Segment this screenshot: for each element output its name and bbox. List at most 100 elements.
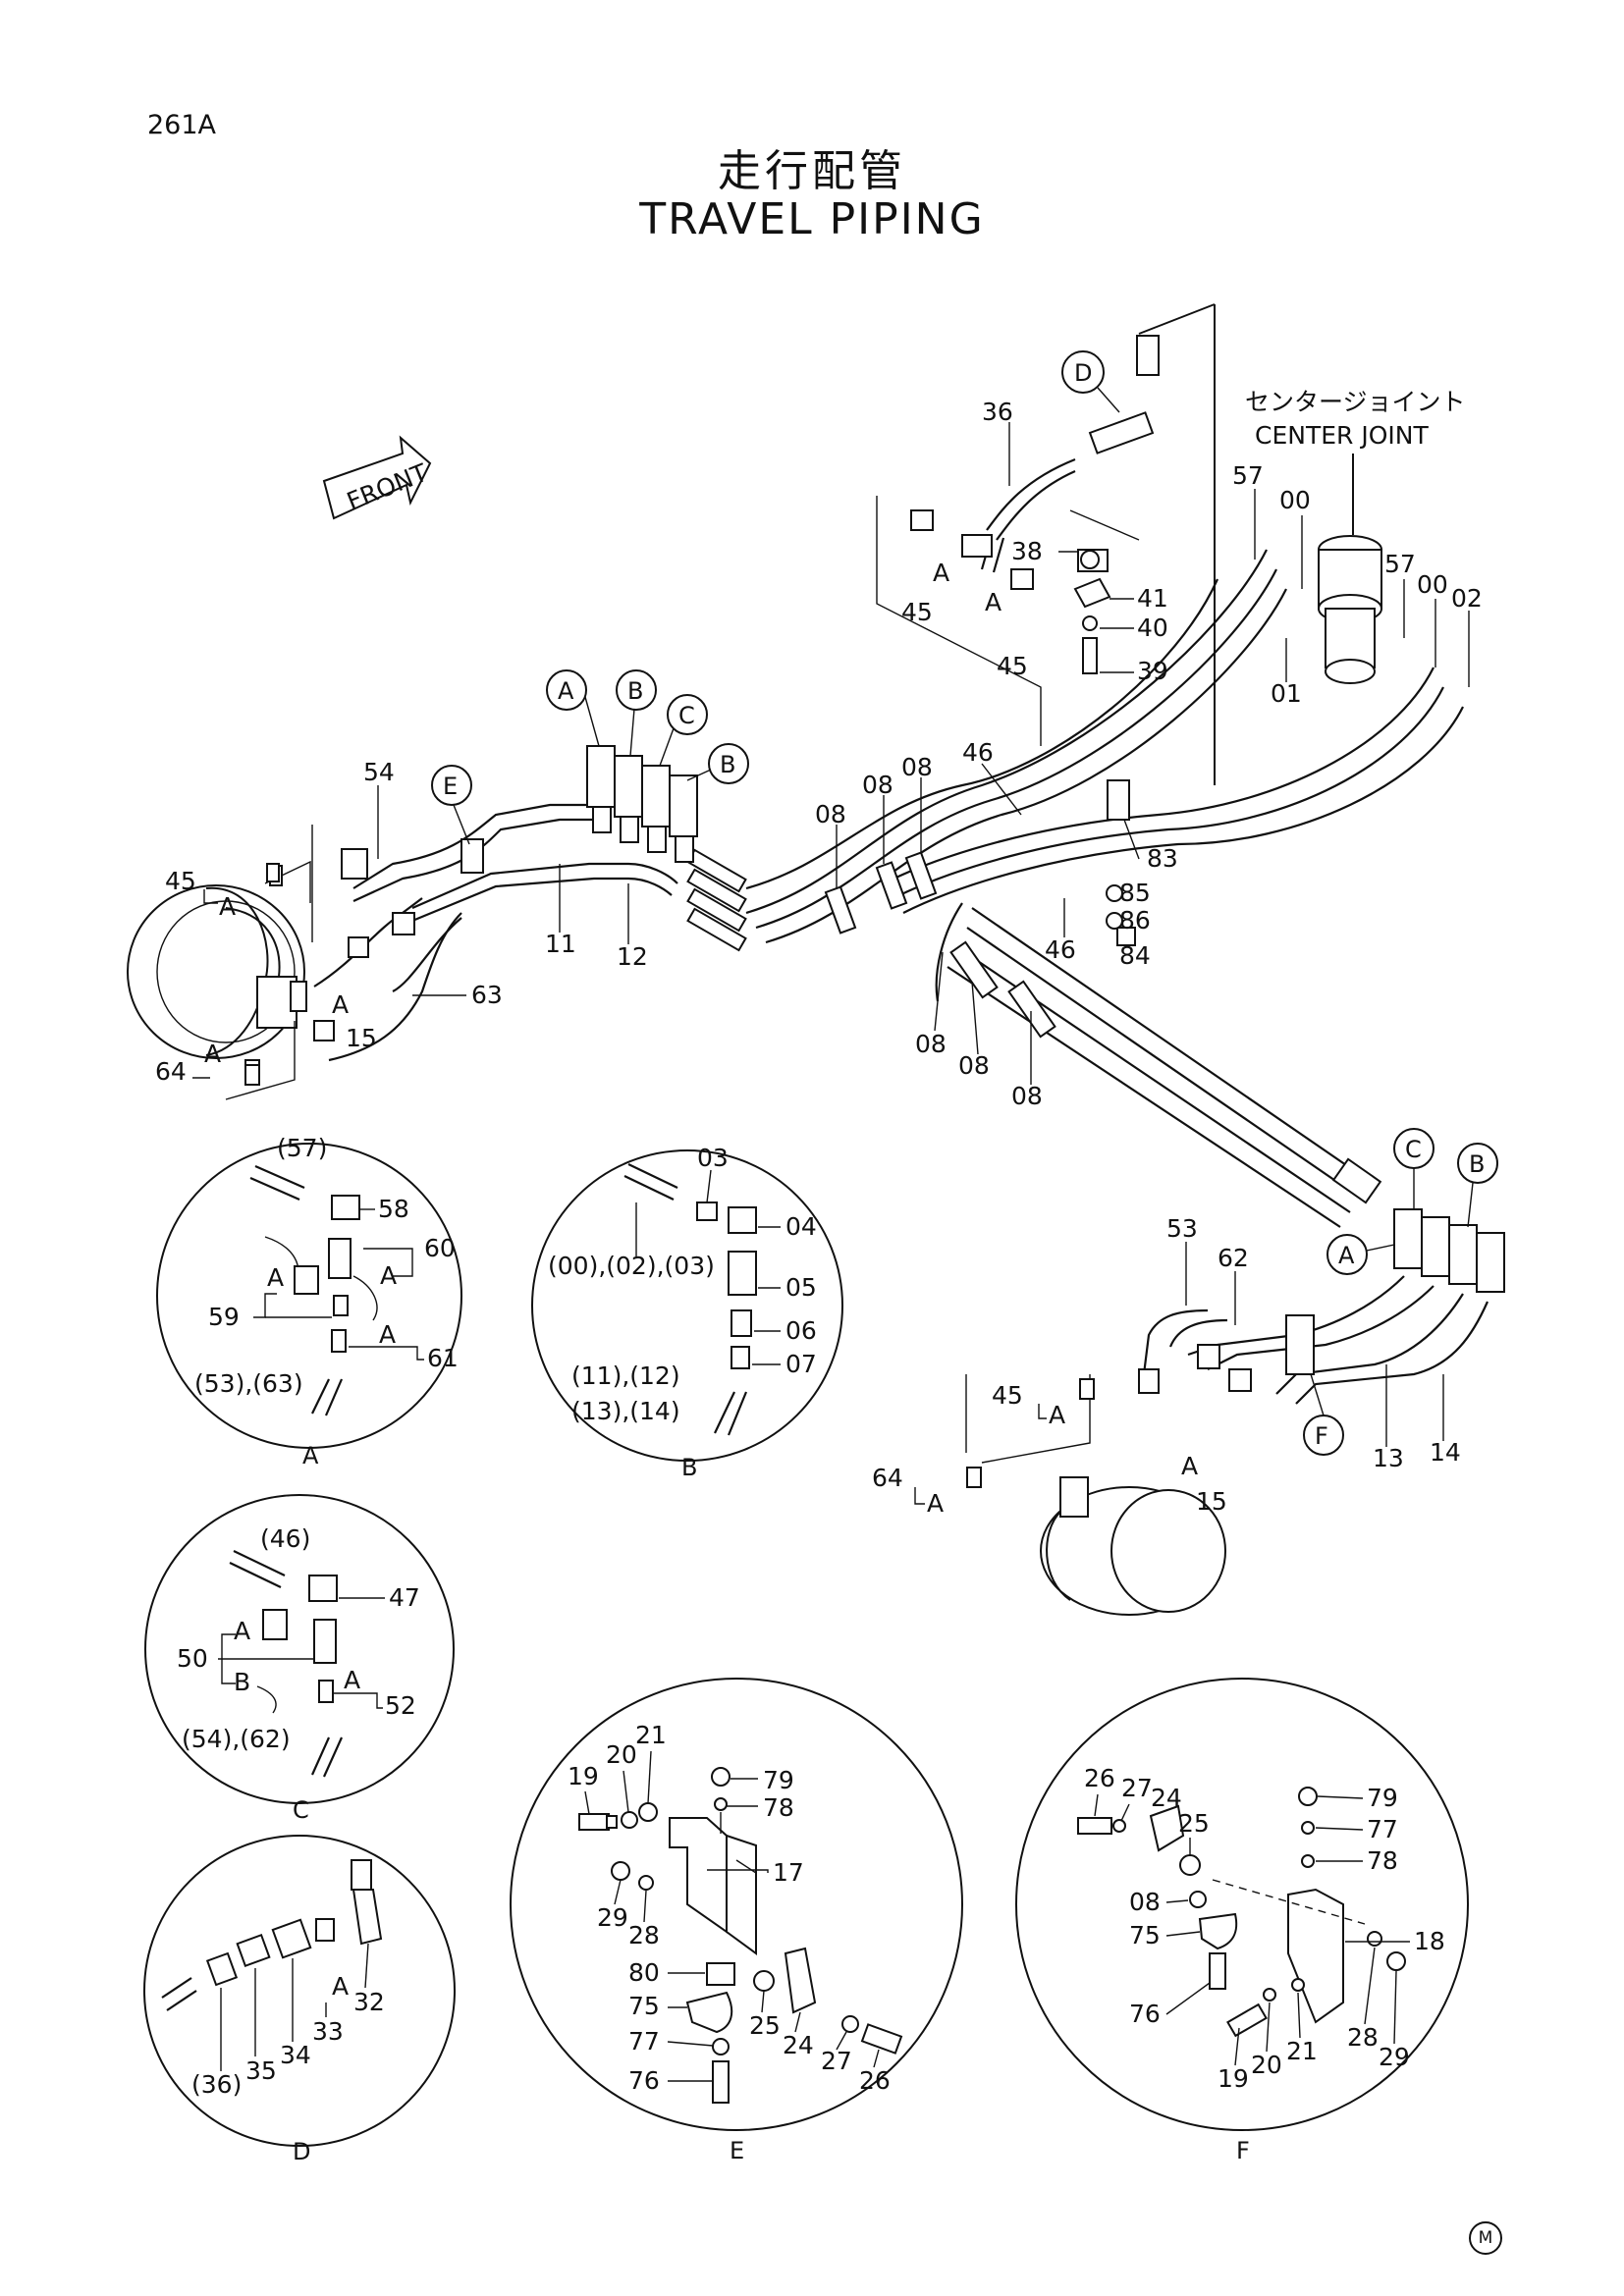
detail-a-label-53-63: (53),(63) xyxy=(194,1369,303,1398)
detail-a-label-59: 59 xyxy=(208,1303,240,1331)
left-pipes xyxy=(244,803,678,1081)
detail-b: B 03 04 (00),(02),(03) 05 06 07 (11),(12… xyxy=(531,1144,843,1481)
detail-b-label-00-02-03: (00),(02),(03) xyxy=(548,1252,715,1280)
detail-b-label-13-14: (13),(14) xyxy=(571,1397,680,1425)
detail-e-letter: E xyxy=(730,2137,744,2164)
svg-text:A: A xyxy=(1049,1401,1065,1429)
detail-c-letter: C xyxy=(293,1796,309,1824)
detail-e-label-25: 25 xyxy=(749,2011,781,2040)
svg-text:A: A xyxy=(332,1972,349,2001)
detail-f-label-28: 28 xyxy=(1347,2023,1379,2052)
callout-b-top: B xyxy=(627,677,643,705)
detail-a-label-58: 58 xyxy=(378,1195,409,1223)
label-40: 40 xyxy=(1137,614,1168,642)
detail-d: D 32 A 33 34 35 (36) xyxy=(143,1835,456,2165)
label-12: 12 xyxy=(617,942,648,971)
svg-text:A: A xyxy=(1181,1452,1198,1480)
page-code: 261A xyxy=(147,110,217,140)
label-84: 84 xyxy=(1119,941,1151,970)
detail-c-label-47: 47 xyxy=(389,1583,420,1612)
label-64-a: 64 xyxy=(155,1057,187,1086)
detail-f-label-21: 21 xyxy=(1286,2037,1318,2065)
label-08-d: 08 xyxy=(915,1030,947,1058)
detail-a-label-61: 61 xyxy=(427,1344,459,1372)
detail-f-letter: F xyxy=(1236,2137,1250,2164)
callout-e: E xyxy=(443,773,458,800)
detail-e-label-29: 29 xyxy=(597,1903,628,1932)
svg-text:A: A xyxy=(344,1666,360,1694)
detail-d-label-35: 35 xyxy=(245,2056,277,2085)
detail-f: F 26 27 24 25 79 77 78 08 75 18 xyxy=(1015,1678,1469,2164)
leader-lines xyxy=(377,422,1470,1447)
detail-b-label-06: 06 xyxy=(785,1316,817,1345)
center-joint-label-ja: センタージョイント xyxy=(1245,388,1466,416)
svg-text:A: A xyxy=(234,1617,250,1645)
detail-f-label-27: 27 xyxy=(1121,1774,1153,1802)
label-14: 14 xyxy=(1430,1438,1461,1467)
label-41: 41 xyxy=(1137,584,1168,613)
detail-a-letter: A xyxy=(302,1442,319,1469)
callout-a-bottom: A xyxy=(1338,1242,1355,1269)
detail-f-label-08: 08 xyxy=(1129,1888,1161,1916)
center-joint-label-en: CENTER JOINT xyxy=(1255,421,1429,450)
label-08-c: 08 xyxy=(901,753,933,781)
label-01: 01 xyxy=(1271,679,1302,708)
svg-text:A: A xyxy=(219,892,236,921)
label-39: 39 xyxy=(1137,657,1168,685)
detail-d-label-36: (36) xyxy=(191,2070,242,2099)
label-45-a: 45 xyxy=(901,598,933,626)
label-46-a: 46 xyxy=(962,738,994,767)
left-travel-motor xyxy=(127,860,311,1100)
callout-c-top: C xyxy=(678,702,695,729)
label-57-a: 57 xyxy=(1232,461,1264,490)
label-15-b: 15 xyxy=(1196,1487,1227,1516)
svg-text:A: A xyxy=(380,1261,397,1290)
lower-connector-block xyxy=(1138,1208,1505,1405)
label-57-b: 57 xyxy=(1384,550,1416,578)
svg-text:A: A xyxy=(332,990,349,1019)
detail-d-label-33: 33 xyxy=(312,2017,344,2046)
detail-b-label-07: 07 xyxy=(785,1350,817,1378)
lower-hose-bundle xyxy=(935,902,1382,1228)
pipe-36-assembly xyxy=(876,303,1216,785)
svg-text:A: A xyxy=(379,1320,396,1349)
main-callouts: D A B C B E C B A F xyxy=(431,350,1498,1456)
center-joint: センタージョイント CENTER JOINT xyxy=(1245,388,1466,684)
label-38: 38 xyxy=(1011,537,1043,565)
callout-b-bottom: B xyxy=(1469,1150,1485,1178)
detail-b-letter: B xyxy=(681,1454,697,1481)
svg-text:A: A xyxy=(933,559,949,587)
callout-d: D xyxy=(1074,359,1092,387)
detail-c-label-46: (46) xyxy=(260,1524,310,1553)
label-00-b: 00 xyxy=(1417,570,1448,599)
label-00-a: 00 xyxy=(1279,486,1311,514)
detail-f-label-75: 75 xyxy=(1129,1921,1161,1949)
callout-c-bottom: C xyxy=(1405,1136,1422,1163)
detail-f-label-76: 76 xyxy=(1129,2000,1161,2028)
detail-e-label-26: 26 xyxy=(859,2066,891,2095)
detail-f-label-77: 77 xyxy=(1367,1815,1398,1843)
detail-f-label-24: 24 xyxy=(1151,1784,1182,1812)
main-labels: 36 38 41 40 39 45 45 57 00 57 00 02 01 4… xyxy=(155,398,1483,1516)
label-63: 63 xyxy=(471,981,503,1009)
detail-b-label-04: 04 xyxy=(785,1212,817,1241)
detail-e-label-28: 28 xyxy=(628,1921,660,1949)
label-08-e: 08 xyxy=(958,1051,990,1080)
detail-a: A (57) 58 60 A 59 A 61 A (53),(63) xyxy=(156,1134,462,1469)
detail-f-label-20: 20 xyxy=(1251,2051,1282,2079)
label-45-d: 45 xyxy=(992,1381,1023,1410)
callout-f: F xyxy=(1315,1422,1328,1450)
upper-connector-block xyxy=(586,745,698,863)
label-64-b: 64 xyxy=(872,1464,903,1492)
detail-e-label-80: 80 xyxy=(628,1958,660,1987)
detail-f-label-29: 29 xyxy=(1379,2043,1410,2071)
label-08-f: 08 xyxy=(1011,1082,1043,1110)
svg-text:A: A xyxy=(204,1040,221,1068)
label-62: 62 xyxy=(1218,1244,1249,1272)
label-15-a: 15 xyxy=(346,1024,377,1052)
label-54: 54 xyxy=(363,758,395,786)
detail-d-label-32: 32 xyxy=(353,1988,385,2016)
label-46-b: 46 xyxy=(1045,935,1076,964)
detail-b-label-11-12: (11),(12) xyxy=(571,1362,680,1390)
detail-e: E 19 20 21 79 78 17 29 28 xyxy=(510,1678,963,2164)
